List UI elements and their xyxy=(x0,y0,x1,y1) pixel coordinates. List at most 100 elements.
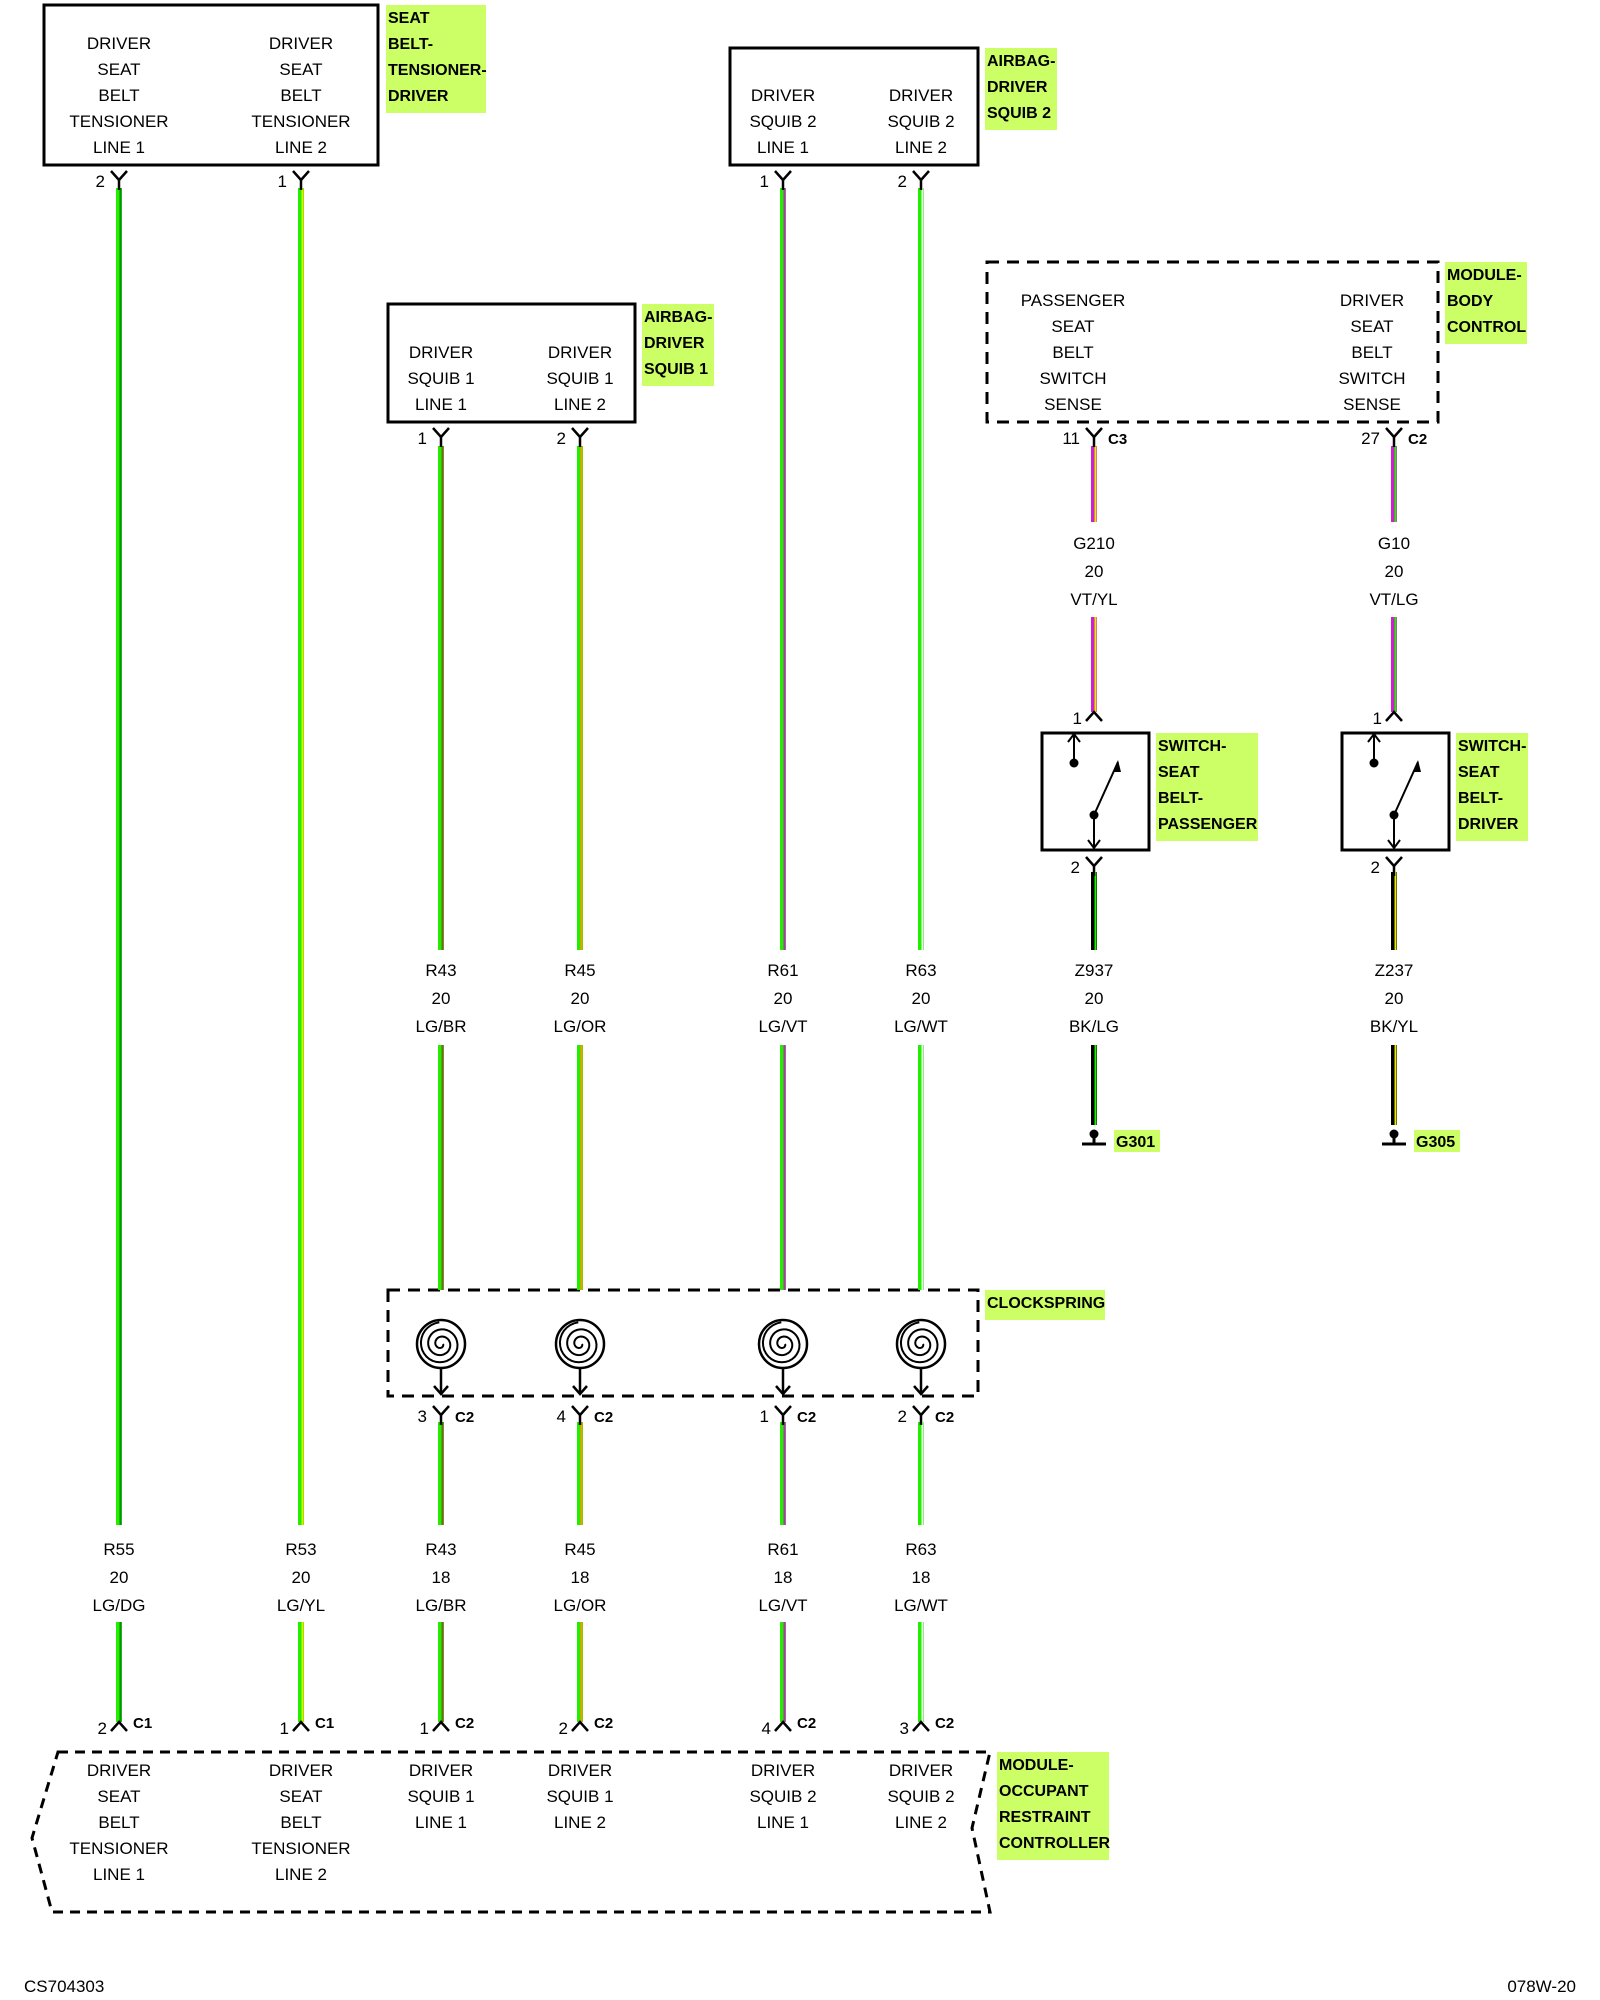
footer-left: CS704303 xyxy=(24,1977,104,1996)
orc-pin-1-label: TENSIONER xyxy=(251,1839,350,1858)
tensioner-pin-b-label: DRIVER xyxy=(269,34,333,53)
bcm-pin-b-symbol xyxy=(1385,427,1403,439)
label-r55-color: LG/DG xyxy=(93,1596,146,1615)
orc-pin-3-symbol xyxy=(571,1720,589,1732)
squib2-pin-b-label: SQUIB 2 xyxy=(887,112,954,131)
label-g10-gauge: 20 xyxy=(1385,562,1404,581)
bcm-pin-b-label: SENSE xyxy=(1343,395,1401,414)
label-r43-18-color: LG/BR xyxy=(415,1596,466,1615)
label-r61-20-gauge: 20 xyxy=(774,989,793,1008)
tag-squib2: AIRBAG- xyxy=(987,53,1055,70)
tag-switch-driver: SEAT xyxy=(1458,764,1500,781)
orc-pin-3-conn: C2 xyxy=(594,1715,613,1732)
squib1-pin-b-pin: 2 xyxy=(557,429,566,448)
tensioner-pin-b-label: BELT xyxy=(280,86,321,105)
bcm-box xyxy=(985,260,1440,424)
clockspring-spiral-3 xyxy=(899,1321,939,1364)
clockspring-spiral-2 xyxy=(761,1321,801,1364)
tag-switch-driver: BELT- xyxy=(1458,790,1503,807)
label-r53-circuit: R53 xyxy=(285,1540,316,1559)
bcm-pin-b-label: SEAT xyxy=(1350,317,1393,336)
label-r45-20-circuit: R45 xyxy=(564,961,595,980)
label-r45-18-circuit: R45 xyxy=(564,1540,595,1559)
orc-pin-3-label: SQUIB 1 xyxy=(546,1787,613,1806)
switch-driver-pin-top-symbol xyxy=(1385,710,1403,722)
tag-switch-passenger: BELT- xyxy=(1158,790,1203,807)
bcm-pin-a-label: SEAT xyxy=(1051,317,1094,336)
orc-pin-2-label: LINE 1 xyxy=(415,1813,467,1832)
clockspring-coils xyxy=(415,1318,947,1396)
label-r43-20-gauge: 20 xyxy=(432,989,451,1008)
orc-pin-4-pin: 4 xyxy=(762,1719,771,1738)
clockspring-pin-0-pin: 3 xyxy=(418,1407,427,1426)
switch-passenger-contacts xyxy=(1067,732,1121,850)
ground-label-1: G305 xyxy=(1416,1134,1455,1151)
tag-squib2-bg xyxy=(985,48,1057,130)
orc-pin-0-label: BELT xyxy=(98,1813,139,1832)
label-r61-18-circuit: R61 xyxy=(767,1540,798,1559)
tensioner-pin-a-symbol xyxy=(110,170,128,182)
text-layer: R4320LG/BRR4520LG/ORR6120LG/VTR6320LG/WT… xyxy=(24,34,1576,1996)
label-r63-20-gauge: 20 xyxy=(912,989,931,1008)
tag-clockspring-bg xyxy=(985,1290,1105,1320)
orc-pin-4-symbol xyxy=(774,1720,792,1732)
orc-pin-2-label: DRIVER xyxy=(409,1761,473,1780)
tag-switch-passenger: SEAT xyxy=(1158,764,1200,781)
tensioner-pin-a-label: BELT xyxy=(98,86,139,105)
orc-pin-1-pin: 1 xyxy=(280,1719,289,1738)
label-z237-gauge: 20 xyxy=(1385,989,1404,1008)
label-g10-color: VT/LG xyxy=(1369,590,1418,609)
squib2-pin-a-label: DRIVER xyxy=(751,86,815,105)
clockspring-pin-3-pin: 2 xyxy=(898,1407,907,1426)
tensioner-pin-a-label: SEAT xyxy=(97,60,140,79)
tag-orc: RESTRAINT xyxy=(999,1809,1091,1826)
orc-pin-3-label: LINE 2 xyxy=(554,1813,606,1832)
connector-symbols xyxy=(110,170,1403,1732)
clockspring-pin-2-pin: 1 xyxy=(760,1407,769,1426)
squib1-box xyxy=(386,302,637,424)
clockspring-arrow-0 xyxy=(433,1385,449,1396)
clockspring-pin-1-pin: 4 xyxy=(557,1407,566,1426)
orc-pin-3-pin: 2 xyxy=(559,1719,568,1738)
label-z937-circuit: Z937 xyxy=(1075,961,1114,980)
orc-pin-0-label: LINE 1 xyxy=(93,1865,145,1884)
switch-passenger-pin-top-pin: 1 xyxy=(1073,709,1082,728)
squib2-pin-b-pin: 2 xyxy=(898,172,907,191)
orc-pin-4-label: DRIVER xyxy=(751,1761,815,1780)
tag-orc: MODULE- xyxy=(999,1757,1074,1774)
orc-pin-4-label: SQUIB 2 xyxy=(749,1787,816,1806)
orc-pin-1-label: BELT xyxy=(280,1813,321,1832)
tag-switch-driver: DRIVER xyxy=(1458,816,1519,833)
label-r55-circuit: R55 xyxy=(103,1540,134,1559)
switch-driver-pin-bottom-pin: 2 xyxy=(1371,858,1380,877)
orc-pin-5-label: DRIVER xyxy=(889,1761,953,1780)
tag-tensioner-bg xyxy=(386,5,486,113)
orc-pin-5-pin: 3 xyxy=(900,1719,909,1738)
squib1-pin-a-symbol xyxy=(432,427,450,439)
squib2-pin-b-symbol xyxy=(912,170,930,182)
orc-pin-0-label: DRIVER xyxy=(87,1761,151,1780)
tag-tensioner: TENSIONER- xyxy=(388,62,487,79)
component-tags: SEAT BELT- TENSIONER- DRIVER AIRBAG- DRIVER SQ… xyxy=(386,5,1528,1860)
switch-passenger-pin-bottom-symbol xyxy=(1085,856,1103,868)
orc-pin-3-label: DRIVER xyxy=(548,1761,612,1780)
orc-pin-5-conn: C2 xyxy=(935,1715,954,1732)
tag-squib1: AIRBAG- xyxy=(644,309,712,326)
label-r61-20-color: LG/VT xyxy=(758,1017,807,1036)
clockspring-pin-1-conn: C2 xyxy=(594,1409,613,1426)
orc-pin-0-symbol xyxy=(110,1720,128,1732)
label-z937-color: BK/LG xyxy=(1069,1017,1119,1036)
label-z237-circuit: Z237 xyxy=(1375,961,1414,980)
orc-pin-1-label: DRIVER xyxy=(269,1761,333,1780)
bcm-pin-a-label: SWITCH xyxy=(1039,369,1106,388)
orc-box xyxy=(30,1750,992,1914)
squib1-pin-b-label: SQUIB 1 xyxy=(546,369,613,388)
orc-pin-0-label: SEAT xyxy=(97,1787,140,1806)
switch-driver-pin-bottom-symbol xyxy=(1385,856,1403,868)
orc-pin-4-conn: C2 xyxy=(797,1715,816,1732)
ground-label-0: G301 xyxy=(1116,1134,1155,1151)
squib1-pin-b-symbol xyxy=(571,427,589,439)
tag-orc: CONTROLLER xyxy=(999,1835,1111,1852)
bcm-pin-b-label: SWITCH xyxy=(1338,369,1405,388)
label-r45-18-gauge: 18 xyxy=(571,1568,590,1587)
